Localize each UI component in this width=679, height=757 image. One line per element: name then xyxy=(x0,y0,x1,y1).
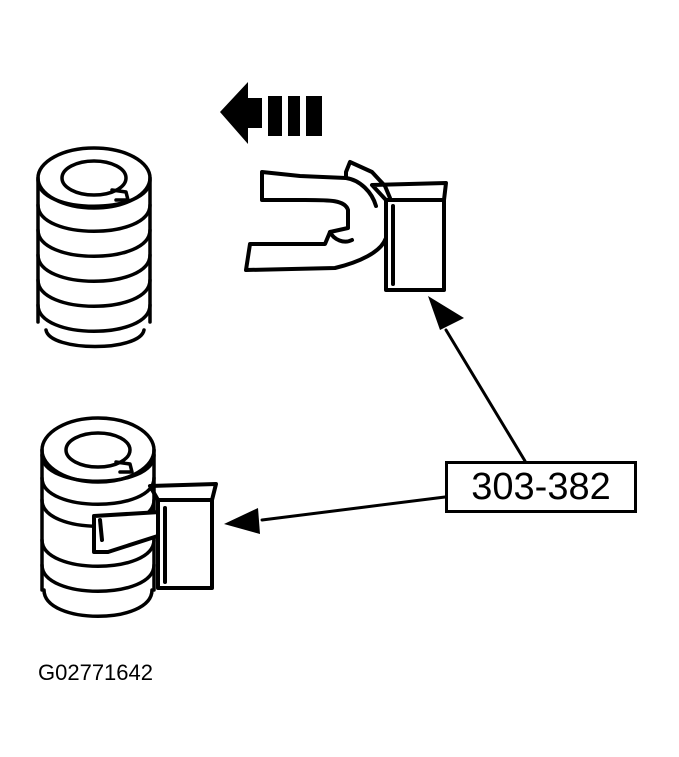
direction-arrow-icon xyxy=(220,82,322,144)
tool-number-label: 303-382 xyxy=(471,465,611,508)
figure-id: G02771642 xyxy=(38,660,153,685)
spring-compressor-tool xyxy=(244,160,448,292)
leader-arrow-icon xyxy=(224,296,527,534)
tool-number-callout: 303-382 xyxy=(445,461,637,513)
upper-coil-spring xyxy=(36,146,152,349)
installed-compressor-tool xyxy=(92,482,218,590)
